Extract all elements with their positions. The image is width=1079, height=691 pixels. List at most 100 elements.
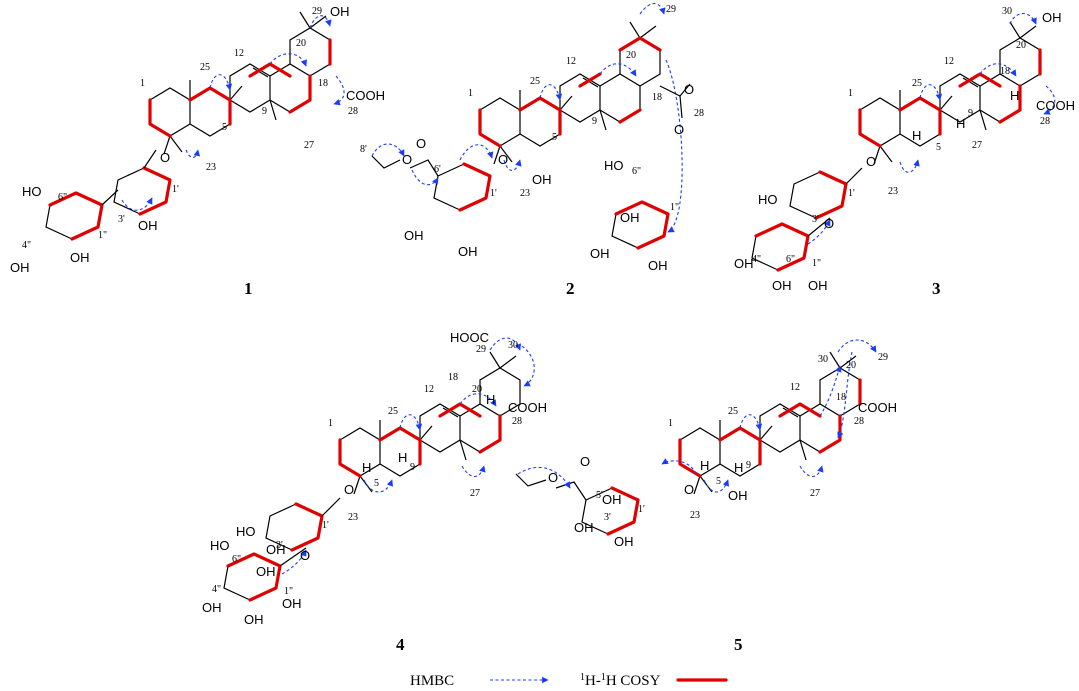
oh-3-label: OH [1042, 10, 1062, 25]
c6pp-3-label: 6" [786, 254, 795, 265]
compound-5-structure: O COOH H H O O OH OH OH OH 30 20 29 12 1… [515, 339, 897, 654]
c20-3-label: 20 [1016, 40, 1026, 51]
c4pp-1-label: 4" [22, 240, 31, 251]
c9-2-label: 9 [592, 116, 597, 127]
h9-3-label: H [956, 116, 965, 131]
c27-1-label: 27 [304, 140, 314, 151]
legend-hmbc-label: HMBC [410, 673, 454, 689]
h5-4-label: H [362, 460, 371, 475]
oh-3d-label: OH [808, 278, 828, 293]
cooh-4-label: COOH [508, 400, 547, 415]
legend-cosy-label: 1H-1H COSY [580, 672, 661, 690]
oh-3c-label: OH [772, 278, 792, 293]
compound-3-structure: O OH COOH H H H HO O OH OH OH 25 1 5 9 1… [734, 6, 1075, 298]
o-link3-label: O [824, 216, 834, 231]
h18-3-label: H [1010, 88, 1019, 103]
c23-3-label: 23 [888, 186, 898, 197]
o-glyco3-label: O [866, 154, 876, 169]
c18-1-label: 18 [318, 78, 328, 89]
c1p-4-label: 1' [322, 520, 329, 531]
c5-3-label: 5 [936, 142, 941, 153]
o-me5-label: O [548, 470, 558, 485]
legend-cosy-sup1: 1 [580, 672, 585, 683]
oh-4a-label: OH [256, 564, 276, 579]
c6pp-4-label: 6" [232, 554, 241, 565]
oh-1a-label: OH [138, 218, 158, 233]
c29-2-label: 29 [666, 4, 676, 15]
c28-5-label: 28 [854, 416, 864, 427]
c9-4-label: 9 [410, 462, 415, 473]
cooh-5-label: COOH [858, 400, 897, 415]
c1p-2-label: 1' [490, 188, 497, 199]
c6p-2-label: 6' [434, 164, 441, 175]
legend-cosy-mid: H- [585, 673, 601, 689]
c25-2-label: 25 [530, 76, 540, 87]
c1-5-label: 1 [668, 418, 673, 429]
cooh-1-label: COOH [346, 88, 385, 103]
c3p-4-label: 3' [276, 540, 283, 551]
h5-3-label: H [912, 128, 921, 143]
c20-4-label: 20 [472, 384, 482, 395]
o-glyco4-label: O [344, 482, 354, 497]
compound-2-label: 2 [566, 279, 575, 298]
c23-4-label: 23 [348, 512, 358, 523]
oh-1b-label: OH [70, 250, 90, 265]
oh-23-5-label: OH [728, 488, 748, 503]
o-glyco5-label: O [684, 482, 694, 497]
c29-4-label: 29 [476, 344, 486, 355]
c1-2-label: 1 [468, 88, 473, 99]
oh-29-label: OH [330, 4, 350, 19]
c18-5-label: 18 [836, 392, 846, 403]
c5p-5-label: 5' [596, 490, 603, 501]
o-ester2-label: O [684, 82, 694, 97]
c1-4-label: 1 [328, 418, 333, 429]
c12-5-label: 12 [790, 382, 800, 393]
c1p-5-label: 1' [638, 504, 645, 515]
c1p-3-label: 1' [848, 188, 855, 199]
oh-2b-label: OH [458, 244, 478, 259]
c25-1-label: 25 [200, 62, 210, 73]
c1pp-1-label: 1" [98, 230, 107, 241]
oh-4c-label: OH [202, 600, 222, 615]
c20-2-label: 20 [626, 50, 636, 61]
c9-1-label: 9 [262, 106, 267, 117]
compound-5-label: 5 [734, 635, 743, 654]
c18-4-label: 18 [448, 372, 458, 383]
h9-5-label: H [734, 460, 743, 475]
c28-2-label: 28 [694, 108, 704, 119]
c6pp-1-label: 6" [58, 192, 67, 203]
compound-4-structure: HOOC COOH O H H H HO O HO OH OH OH OH OH… [202, 330, 547, 654]
legend: HMBC 1H-1H COSY [410, 672, 728, 690]
h5-5-label: H [700, 458, 709, 473]
c6pp-2-label: 6" [632, 166, 641, 177]
ho-4-label: HO [236, 524, 256, 539]
c12-4-label: 12 [424, 384, 434, 395]
c3p-5-label: 3' [604, 512, 611, 523]
oh-4e-label: OH [282, 596, 302, 611]
c29-5-label: 29 [878, 352, 888, 363]
compound-1-structure: O OH COOH HO OH OH OH 25 1 5 9 12 18 20 … [10, 4, 385, 298]
ho-3-label: HO [758, 192, 778, 207]
c1-1-label: 1 [140, 78, 145, 89]
c1-3-label: 1 [848, 88, 853, 99]
c4pp-3-label: 4" [752, 254, 761, 265]
c20-5-label: 20 [846, 360, 856, 371]
c5-2-label: 5 [552, 132, 557, 143]
h18-4-label: H [486, 392, 495, 407]
legend-cosy-sup2: 1 [601, 672, 606, 683]
ho-3b-label: OH [734, 256, 754, 271]
c23-2-label: 23 [520, 188, 530, 199]
oh-2a-label: OH [404, 228, 424, 243]
oh-4b-label: OH [266, 542, 286, 557]
oh-5b-label: OH [574, 520, 594, 535]
c23-1-label: 23 [206, 162, 216, 173]
c3p-3-label: 3' [812, 214, 819, 225]
ho-1-label: HO [22, 184, 42, 199]
o-co2-label: O [416, 136, 426, 151]
legend-cosy-end: H COSY [606, 673, 661, 689]
c5-5-label: 5 [716, 476, 721, 487]
oh-23-2-label: OH [532, 172, 552, 187]
cooh-3-label: COOH [1036, 98, 1075, 113]
c3p-1-label: 3' [118, 214, 125, 225]
ho-4b-label: HO [210, 538, 230, 553]
